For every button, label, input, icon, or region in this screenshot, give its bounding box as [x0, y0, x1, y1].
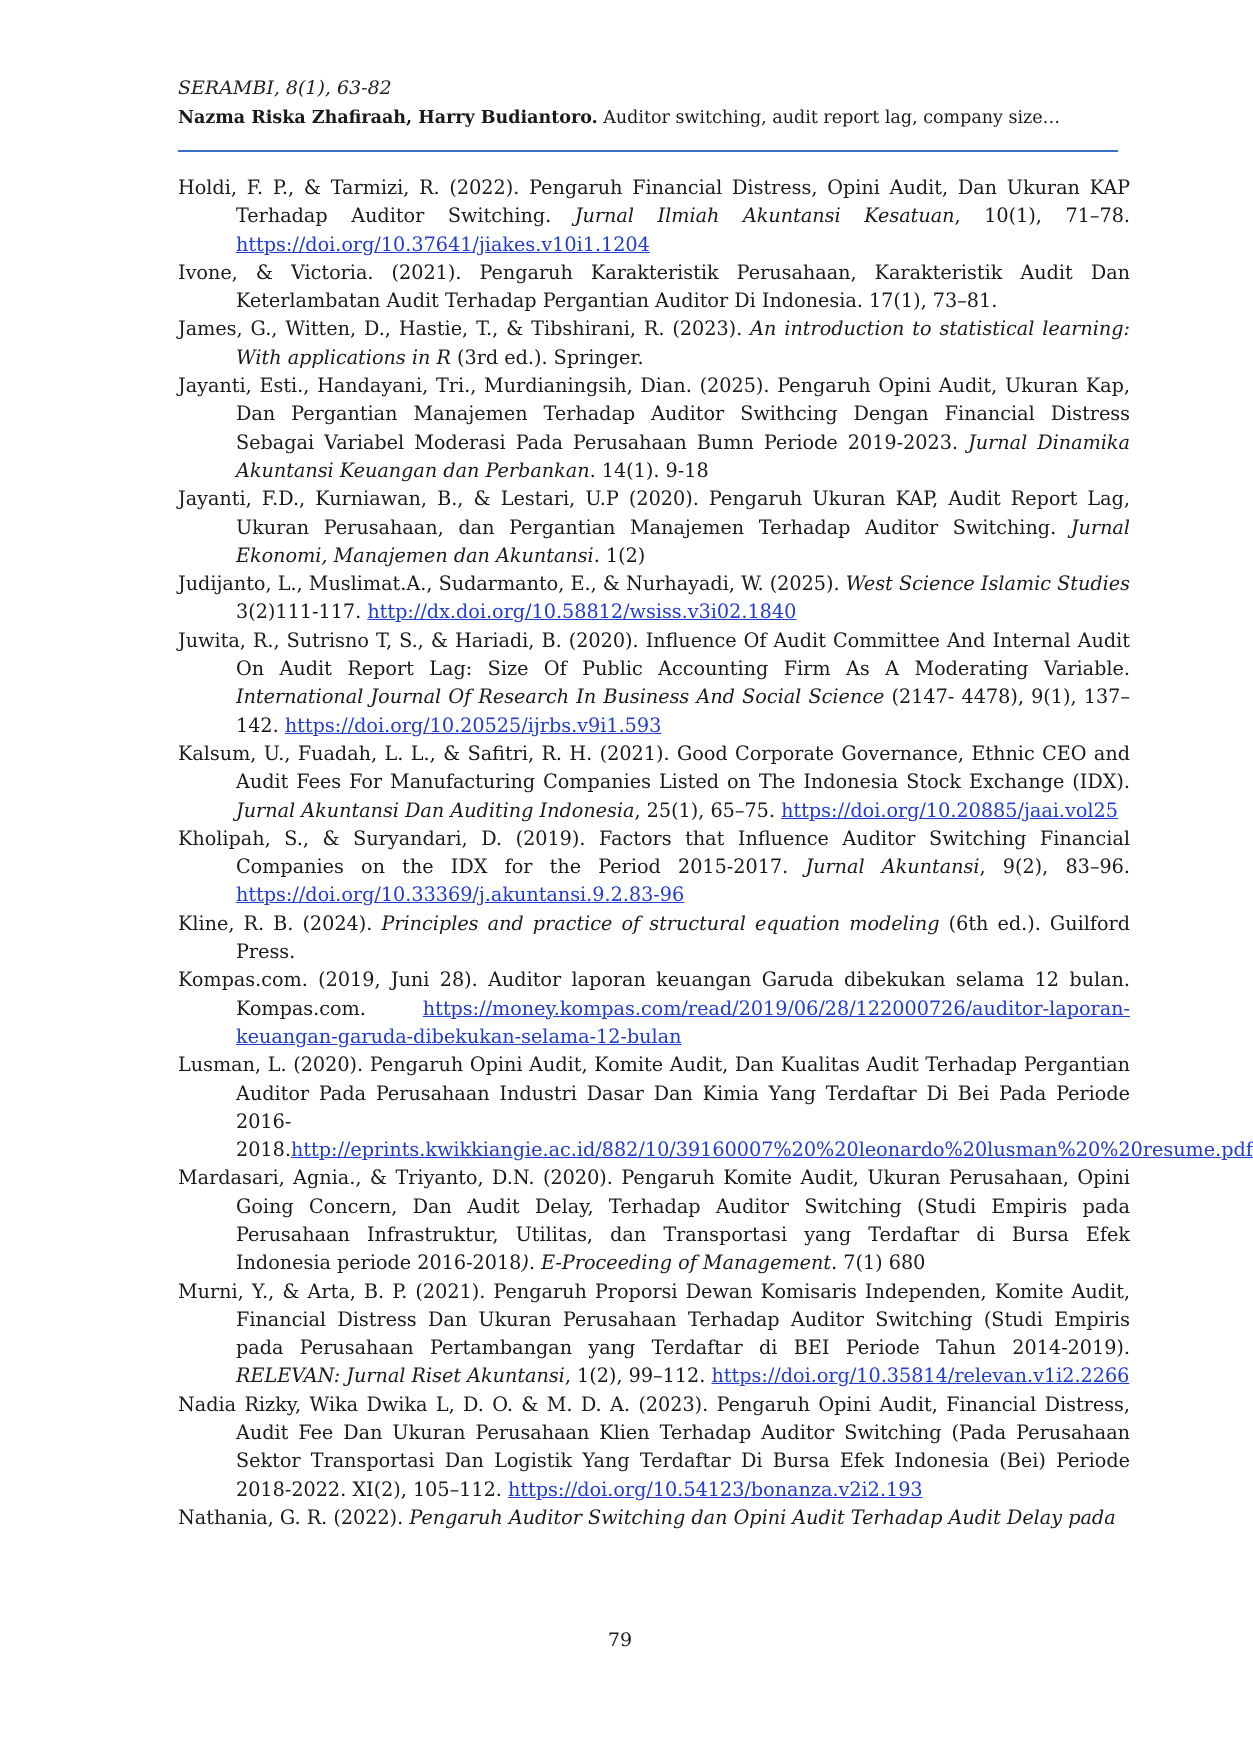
reference-text: . 7(1) 680 — [831, 1251, 926, 1275]
reference-text: . 1(2) — [593, 543, 646, 567]
reference-entry: Kline, R. B. (2024). Principles and prac… — [178, 910, 1130, 967]
reference-link[interactable]: http://eprints.kwikkiangie.ac.id/882/10/… — [290, 1138, 1253, 1162]
reference-text: Kompas.com. (2019, Juni 28). Auditor lap… — [178, 968, 1130, 1020]
reference-text: Holdi, F. P., & Tarmizi, R. (2022). Peng… — [178, 176, 1130, 228]
reference-entry: Kalsum, U., Fuadah, L. L., & Safitri, R.… — [178, 740, 1130, 825]
reference-text: (3rd ed.). Springer. — [450, 345, 644, 369]
reference-italic-text: Jurnal Dinamika Akuntansi Keuangan dan P… — [236, 430, 1130, 482]
reference-italic-text: West Science Islamic Studies — [845, 572, 1130, 596]
reference-italic-text: Jurnal Akuntansi — [805, 855, 980, 879]
journal-citation: SERAMBI, 8(1), 63-82 — [178, 77, 392, 99]
reference-entry: James, G., Witten, D., Hastie, T., & Tib… — [178, 315, 1130, 372]
reference-text: Mardasari, Agnia., & Triyanto, D.N. (202… — [178, 1166, 1130, 1275]
reference-text: , 1(2), 99–112. — [564, 1364, 712, 1388]
article-running-title: Nazma Riska Zhafiraah, Harry Budiantoro.… — [178, 104, 1118, 132]
reference-text: Kholipah, S., & Suryandari, D. (2019). F… — [178, 826, 1130, 879]
reference-text: Lusman, L. (2020). Pengaruh Opini Audit,… — [178, 1053, 1130, 1162]
reference-link[interactable]: https://doi.org/10.20885/jaai.vol25 — [781, 798, 1118, 822]
reference-entry: Juwita, R., Sutrisno T, S., & Hariadi, B… — [178, 627, 1130, 740]
reference-text: James, G., Witten, D., Hastie, T., & Tib… — [178, 317, 751, 341]
reference-text: Nathania, G. R. (2022). — [178, 1505, 410, 1529]
header-rule — [178, 150, 1118, 152]
reference-text: (6th ed.). Guilford Press. — [236, 911, 1130, 964]
reference-text: 3(2)111-117. — [236, 600, 368, 624]
reference-text: Ivone, & Victoria. (2021). Pengaruh Kara… — [178, 260, 1130, 313]
reference-text: , 10(1), 71–78. — [954, 204, 1131, 228]
reference-link[interactable]: https://doi.org/10.20525/ijrbs.v9i1.593 — [284, 713, 662, 737]
reference-link[interactable]: https://doi.org/10.35814/relevan.v1i2.22… — [711, 1364, 1130, 1388]
reference-text: Jayanti, Esti., Handayani, Tri., Murdian… — [178, 374, 1130, 454]
reference-link[interactable]: http://dx.doi.org/10.58812/wsiss.v3i02.1… — [367, 600, 797, 624]
reference-text: , 25(1), 65–75. — [634, 798, 782, 822]
reference-entry: Jayanti, F.D., Kurniawan, B., & Lestari,… — [178, 485, 1130, 570]
running-header: SERAMBI, 8(1), 63-82 Nazma Riska Zhafira… — [178, 74, 1118, 132]
reference-entry: Lusman, L. (2020). Pengaruh Opini Audit,… — [178, 1051, 1253, 1164]
reference-text: , 9(2), 83–96. — [979, 855, 1130, 879]
reference-text: . 14(1). 9-18 — [589, 458, 709, 482]
reference-text: Kalsum, U., Fuadah, L. L., & Safitri, R.… — [178, 741, 1130, 794]
short-title: Auditor switching, audit report lag, com… — [603, 108, 1061, 128]
reference-italic-text: Jurnal Ekonomi, Manajemen dan Akuntansi — [236, 515, 1130, 567]
reference-entry: Ivone, & Victoria. (2021). Pengaruh Kara… — [178, 259, 1130, 316]
reference-entry: Mardasari, Agnia., & Triyanto, D.N. (202… — [178, 1164, 1130, 1277]
reference-italic-text: International Journal Of Research In Bus… — [236, 685, 885, 709]
reference-list: Holdi, F. P., & Tarmizi, R. (2022). Peng… — [178, 174, 1253, 1532]
reference-entry: Jayanti, Esti., Handayani, Tri., Murdian… — [178, 372, 1130, 485]
reference-link[interactable]: https://money.kompas.com/read/2019/06/28… — [236, 996, 1130, 1048]
reference-italic-text: RELEVAN: Jurnal Riset Akuntansi — [236, 1364, 565, 1388]
reference-text: Nadia Rizky, Wika Dwika L, D. O. & M. D.… — [178, 1392, 1130, 1501]
reference-entry: Nadia Rizky, Wika Dwika L, D. O. & M. D.… — [178, 1391, 1130, 1504]
reference-text: Judijanto, L., Muslimat.A., Sudarmanto, … — [178, 572, 846, 596]
reference-text: Kline, R. B. (2024). — [178, 911, 382, 935]
reference-italic-text: An introduction to statistical learning:… — [236, 317, 1130, 369]
reference-entry: Holdi, F. P., & Tarmizi, R. (2022). Peng… — [178, 174, 1130, 259]
reference-link[interactable]: https://doi.org/10.33369/j.akuntansi.9.2… — [236, 883, 685, 907]
reference-italic-text: Jurnal Akuntansi Dan Auditing Indonesia — [236, 798, 635, 822]
reference-entry: Judijanto, L., Muslimat.A., Sudarmanto, … — [178, 570, 1130, 627]
author-names: Nazma Riska Zhafiraah, Harry Budiantoro. — [178, 108, 598, 128]
reference-entry: Murni, Y., & Arta, B. P. (2021). Pengaru… — [178, 1278, 1130, 1391]
reference-text: Murni, Y., & Arta, B. P. (2021). Pengaru… — [178, 1279, 1130, 1360]
reference-link[interactable]: https://doi.org/10.37641/jiakes.v10i1.12… — [236, 232, 650, 256]
reference-italic-text: Pengaruh Auditor Switching dan Opini Aud… — [409, 1505, 1116, 1529]
reference-link[interactable]: https://doi.org/10.54123/bonanza.v2i2.19… — [508, 1477, 923, 1501]
reference-text: Jayanti, F.D., Kurniawan, B., & Lestari,… — [178, 487, 1130, 539]
page-number: 79 — [607, 1629, 633, 1651]
reference-text: Juwita, R., Sutrisno T, S., & Hariadi, B… — [178, 628, 1130, 681]
reference-italic-text: Jurnal Ilmiah Akuntansi Kesatuan — [574, 204, 955, 228]
reference-text: (2147- 4478), 9(1), 137–142. — [236, 685, 1130, 737]
reference-entry: Nathania, G. R. (2022). Pengaruh Auditor… — [178, 1504, 1130, 1532]
reference-entry: Kompas.com. (2019, Juni 28). Auditor lap… — [178, 966, 1130, 1051]
reference-entry: Kholipah, S., & Suryandari, D. (2019). F… — [178, 825, 1130, 910]
reference-italic-text: Principles and practice of structural eq… — [381, 911, 940, 935]
reference-italic-text: ). E-Proceeding of Management — [521, 1251, 832, 1275]
